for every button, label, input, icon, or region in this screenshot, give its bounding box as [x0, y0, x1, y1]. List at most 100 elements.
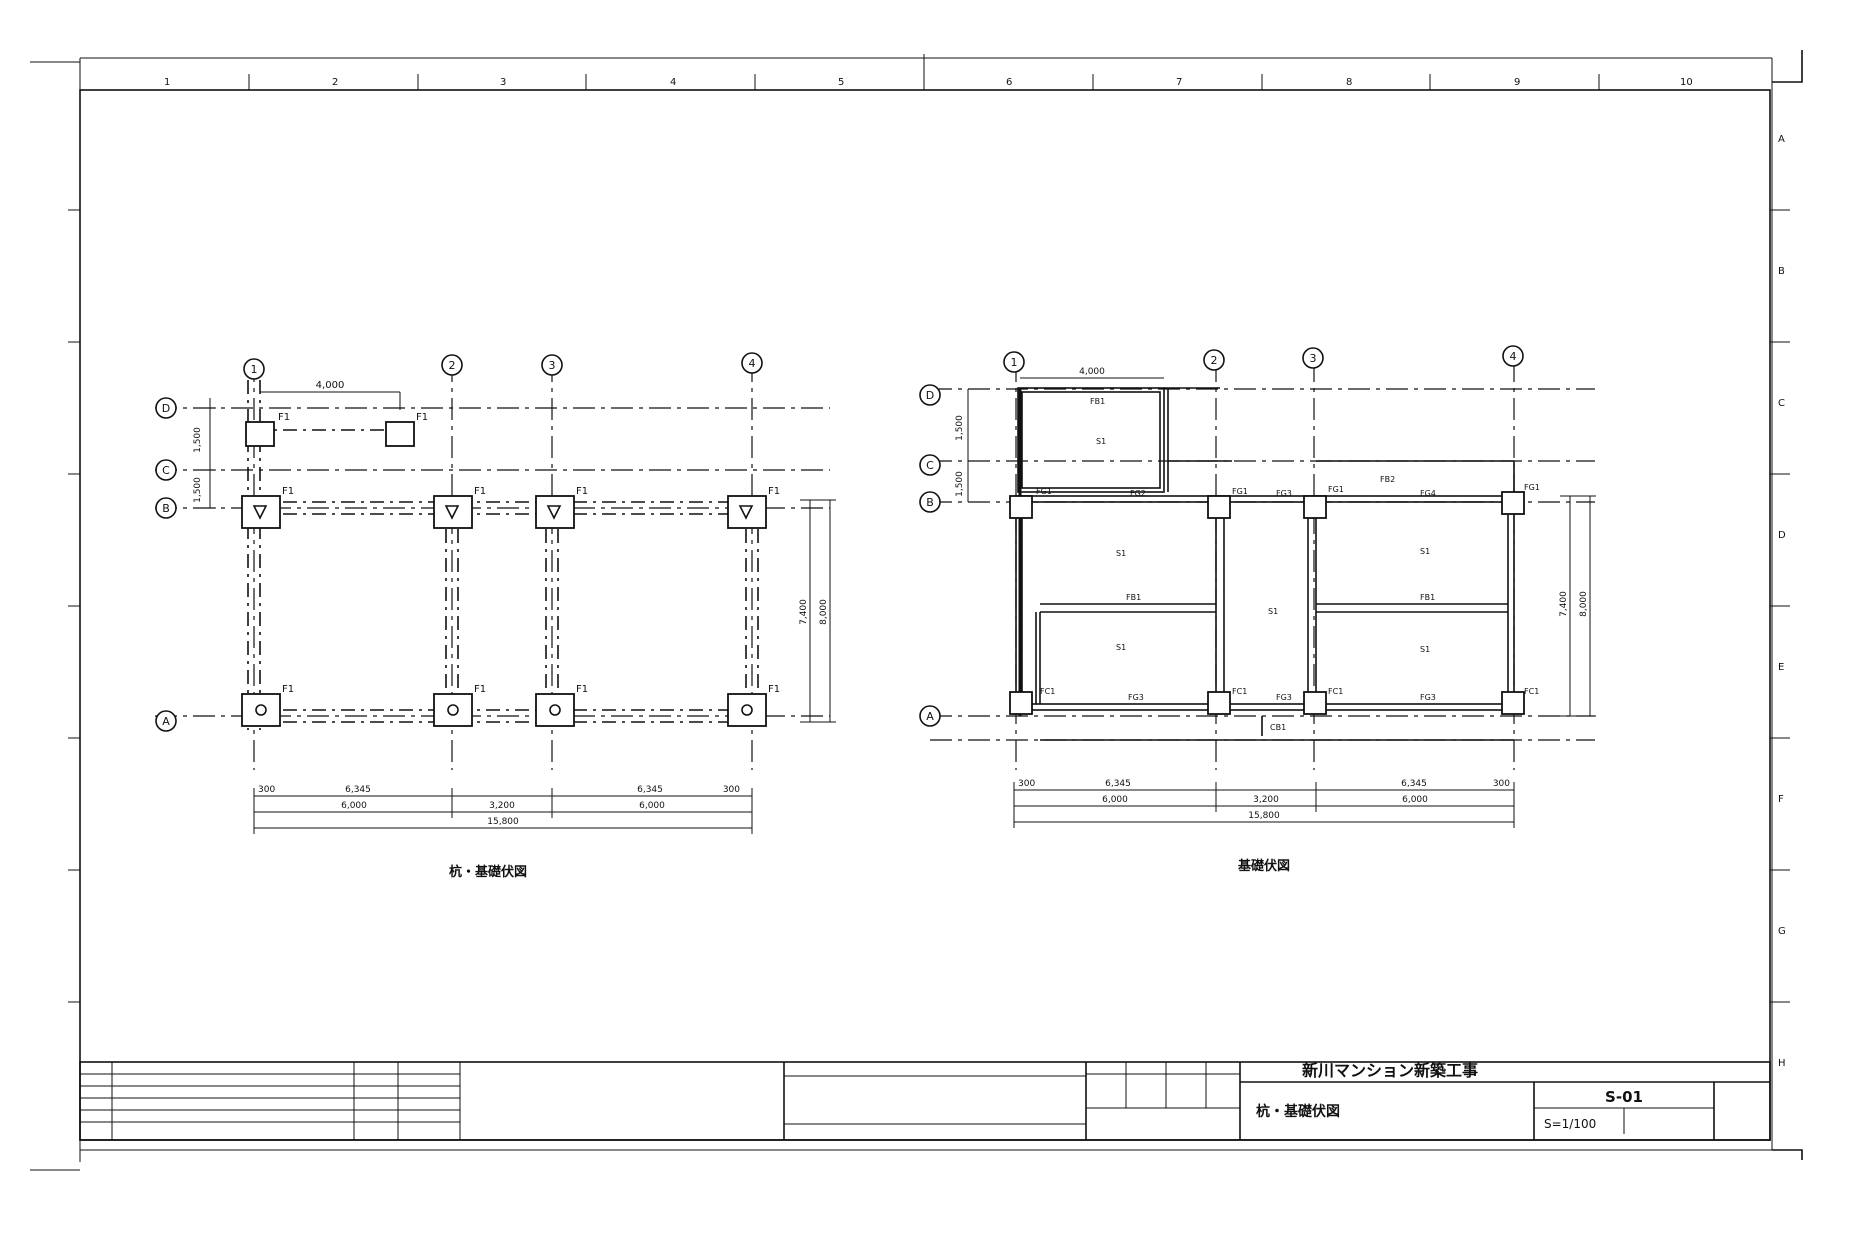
axis-bubble-label: 3: [1310, 352, 1317, 365]
slab-label: S1: [1420, 645, 1430, 654]
slab-label: S1: [1116, 643, 1126, 652]
top-col-label: 6: [1006, 77, 1012, 88]
left-foundation-plan: F1 F1 F1 F1 F1 F1 F1 F1 F1 F1 1 2 3 4 D …: [155, 352, 836, 880]
beam-label: FB1: [1420, 593, 1435, 602]
axis-bubble-label: 2: [1211, 354, 1218, 367]
right-row-label: A: [1778, 134, 1785, 145]
drawing-scale: S=1/100: [1544, 1117, 1596, 1131]
top-col-label: 5: [838, 77, 844, 88]
beam-label: FC1: [1328, 687, 1343, 696]
drawing-number: S-01: [1605, 1088, 1643, 1106]
dim-label: 7,400: [1559, 591, 1569, 617]
dim-label: 6,000: [639, 801, 665, 811]
footing-tag: F1: [768, 486, 780, 497]
axis-bubble-label: A: [162, 715, 170, 728]
footing-tag: F1: [576, 684, 588, 695]
dim-label: 1,500: [955, 471, 965, 497]
project-name: 新川マンション新築工事: [1302, 1061, 1478, 1080]
dim-label: 1,500: [193, 427, 203, 453]
right-row-label: F: [1778, 794, 1784, 805]
beam-label: FC1: [1040, 687, 1055, 696]
beam-label: FG4: [1420, 489, 1436, 498]
dim-label: 6,000: [1402, 795, 1428, 805]
dim-label: 6,345: [345, 785, 371, 795]
footing-tag: F1: [474, 684, 486, 695]
dim-label: 300: [258, 785, 275, 795]
axis-bubble-label: 4: [749, 357, 756, 370]
dim-label: 6,345: [1105, 779, 1131, 789]
dim-label: 6,345: [637, 785, 663, 795]
sheet-frame: [30, 50, 1803, 1171]
slab-label: S1: [1116, 549, 1126, 558]
dim-label: 6,345: [1401, 779, 1427, 789]
beam-label: FG3: [1420, 693, 1436, 702]
beam-label: FG1: [1232, 487, 1248, 496]
top-col-label: 4: [670, 77, 676, 88]
left-ruler: [68, 209, 80, 1003]
dim-label: 8,000: [819, 599, 829, 625]
beam-label: FB1: [1126, 593, 1141, 602]
dim-label: 8,000: [1579, 591, 1589, 617]
dim-label: 6,000: [1102, 795, 1128, 805]
beam-label: FG1: [1328, 485, 1344, 494]
dim-label: 3,200: [489, 801, 515, 811]
axis-bubble-label: C: [926, 459, 934, 472]
beam-label: FG2: [1130, 489, 1146, 498]
slab-label: S1: [1268, 607, 1278, 616]
top-col-label: 9: [1514, 77, 1520, 88]
beam-label: FB1: [1090, 397, 1105, 406]
dim-label: 4,000: [316, 380, 345, 391]
axis-bubble-label: 1: [1011, 356, 1018, 369]
beam-label: CB1: [1270, 723, 1286, 732]
beam-label: FB2: [1380, 475, 1395, 484]
drawing-title: 杭・基礎伏図: [1256, 1103, 1340, 1120]
dim-label: 300: [1493, 779, 1510, 789]
right-ruler: A B C D E F G H: [1770, 134, 1790, 1069]
beam-label: FG1: [1036, 487, 1052, 496]
plan-caption: 基礎伏図: [1237, 858, 1290, 874]
footing-tag: F1: [282, 486, 294, 497]
dim-label: 1,500: [955, 415, 965, 441]
right-row-label: H: [1778, 1058, 1786, 1069]
axis-bubble-label: B: [926, 496, 934, 509]
dim-label: 4,000: [1079, 367, 1105, 377]
dim-label: 1,500: [193, 477, 203, 503]
plan-caption: 杭・基礎伏図: [449, 864, 527, 880]
right-foundation-plan: 1 2 3 4 D C B A: [919, 345, 1596, 874]
axis-bubble-label: A: [926, 710, 934, 723]
axis-bubble-label: D: [162, 402, 170, 415]
beam-label: FG3: [1128, 693, 1144, 702]
beam-label: FG3: [1276, 693, 1292, 702]
axis-bubble-label: 2: [449, 359, 456, 372]
dim-label: 300: [723, 785, 740, 795]
beam-label: FG1: [1524, 483, 1540, 492]
beam-label: FG3: [1276, 489, 1292, 498]
axis-bubble-label: B: [162, 502, 170, 515]
dim-label: 6,000: [341, 801, 367, 811]
right-row-label: D: [1778, 530, 1786, 541]
footing-tag: F1: [278, 412, 290, 423]
footing-tag: F1: [416, 412, 428, 423]
slab-label: S1: [1420, 547, 1430, 556]
top-col-label: 7: [1176, 77, 1182, 88]
right-row-label: B: [1778, 266, 1785, 277]
axis-bubble-label: 3: [549, 359, 556, 372]
top-col-label: 10: [1680, 77, 1693, 88]
top-col-label: 3: [500, 77, 506, 88]
top-col-label: 8: [1346, 77, 1352, 88]
beam-label: FC1: [1524, 687, 1539, 696]
axis-bubble-label: 1: [251, 363, 258, 376]
right-row-label: E: [1778, 662, 1784, 673]
footing-tag: F1: [576, 486, 588, 497]
dim-label: 15,800: [487, 817, 519, 827]
axis-bubble-label: D: [926, 389, 934, 402]
top-ruler: 1 2 3 4 5 6 7 8 9 10: [164, 54, 1693, 90]
beam-label: FC1: [1232, 687, 1247, 696]
dim-label: 3,200: [1253, 795, 1279, 805]
top-col-label: 1: [164, 77, 170, 88]
dim-label: 7,400: [799, 599, 809, 625]
title-block: 新川マンション新築工事 杭・基礎伏図 S-01 S=1/100: [79, 1061, 1771, 1141]
slab-label: S1: [1096, 437, 1106, 446]
